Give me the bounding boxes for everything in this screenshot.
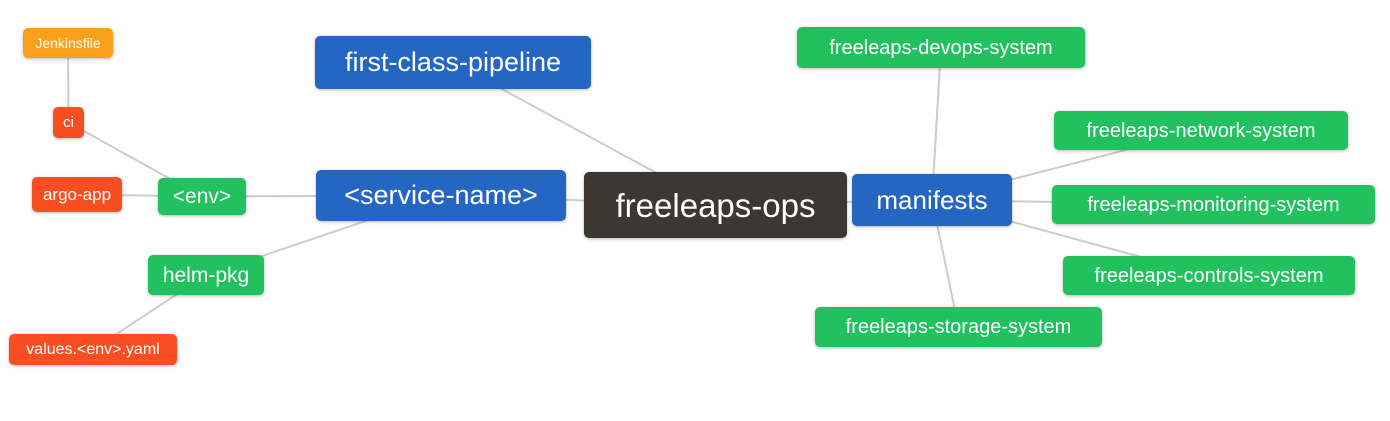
node-ci[interactable]: ci xyxy=(53,107,84,138)
node-label: values.<env>.yaml xyxy=(26,340,160,358)
node-label: freeleaps-ops xyxy=(615,186,816,224)
node-label: argo-app xyxy=(42,185,112,204)
node-label: helm-pkg xyxy=(162,263,250,287)
node-jenkinsfile[interactable]: Jenkinsfile xyxy=(23,28,113,58)
node-values-env-yaml[interactable]: values.<env>.yaml xyxy=(9,334,177,365)
node-freeleaps-ops[interactable]: freeleaps-ops xyxy=(584,172,847,238)
node-argo-app[interactable]: argo-app xyxy=(32,177,122,212)
node-label: <service-name> xyxy=(344,180,538,210)
node-label: first-class-pipeline xyxy=(344,47,562,77)
node-freeleaps-network-system[interactable]: freeleaps-network-system xyxy=(1054,111,1348,150)
node-label: freeleaps-network-system xyxy=(1086,119,1316,142)
node-freeleaps-storage-system[interactable]: freeleaps-storage-system xyxy=(815,307,1102,347)
node-label: freeleaps-controls-system xyxy=(1094,264,1324,287)
node-manifests[interactable]: manifests xyxy=(852,174,1012,226)
node-label: Jenkinsfile xyxy=(35,35,101,51)
node-service-name[interactable]: <service-name> xyxy=(316,170,566,221)
node-env[interactable]: <env> xyxy=(158,178,246,215)
node-freeleaps-controls-system[interactable]: freeleaps-controls-system xyxy=(1063,256,1355,295)
node-label: <env> xyxy=(172,185,232,208)
node-freeleaps-devops-system[interactable]: freeleaps-devops-system xyxy=(797,27,1085,68)
node-label: freeleaps-devops-system xyxy=(829,36,1053,59)
node-label: freeleaps-storage-system xyxy=(845,316,1072,338)
node-first-class-pipeline[interactable]: first-class-pipeline xyxy=(315,36,591,89)
node-helm-pkg[interactable]: helm-pkg xyxy=(148,255,264,295)
node-label: ci xyxy=(63,114,74,131)
node-label: freeleaps-monitoring-system xyxy=(1087,193,1340,216)
node-freeleaps-monitoring-system[interactable]: freeleaps-monitoring-system xyxy=(1052,185,1375,224)
node-label: manifests xyxy=(876,185,988,215)
